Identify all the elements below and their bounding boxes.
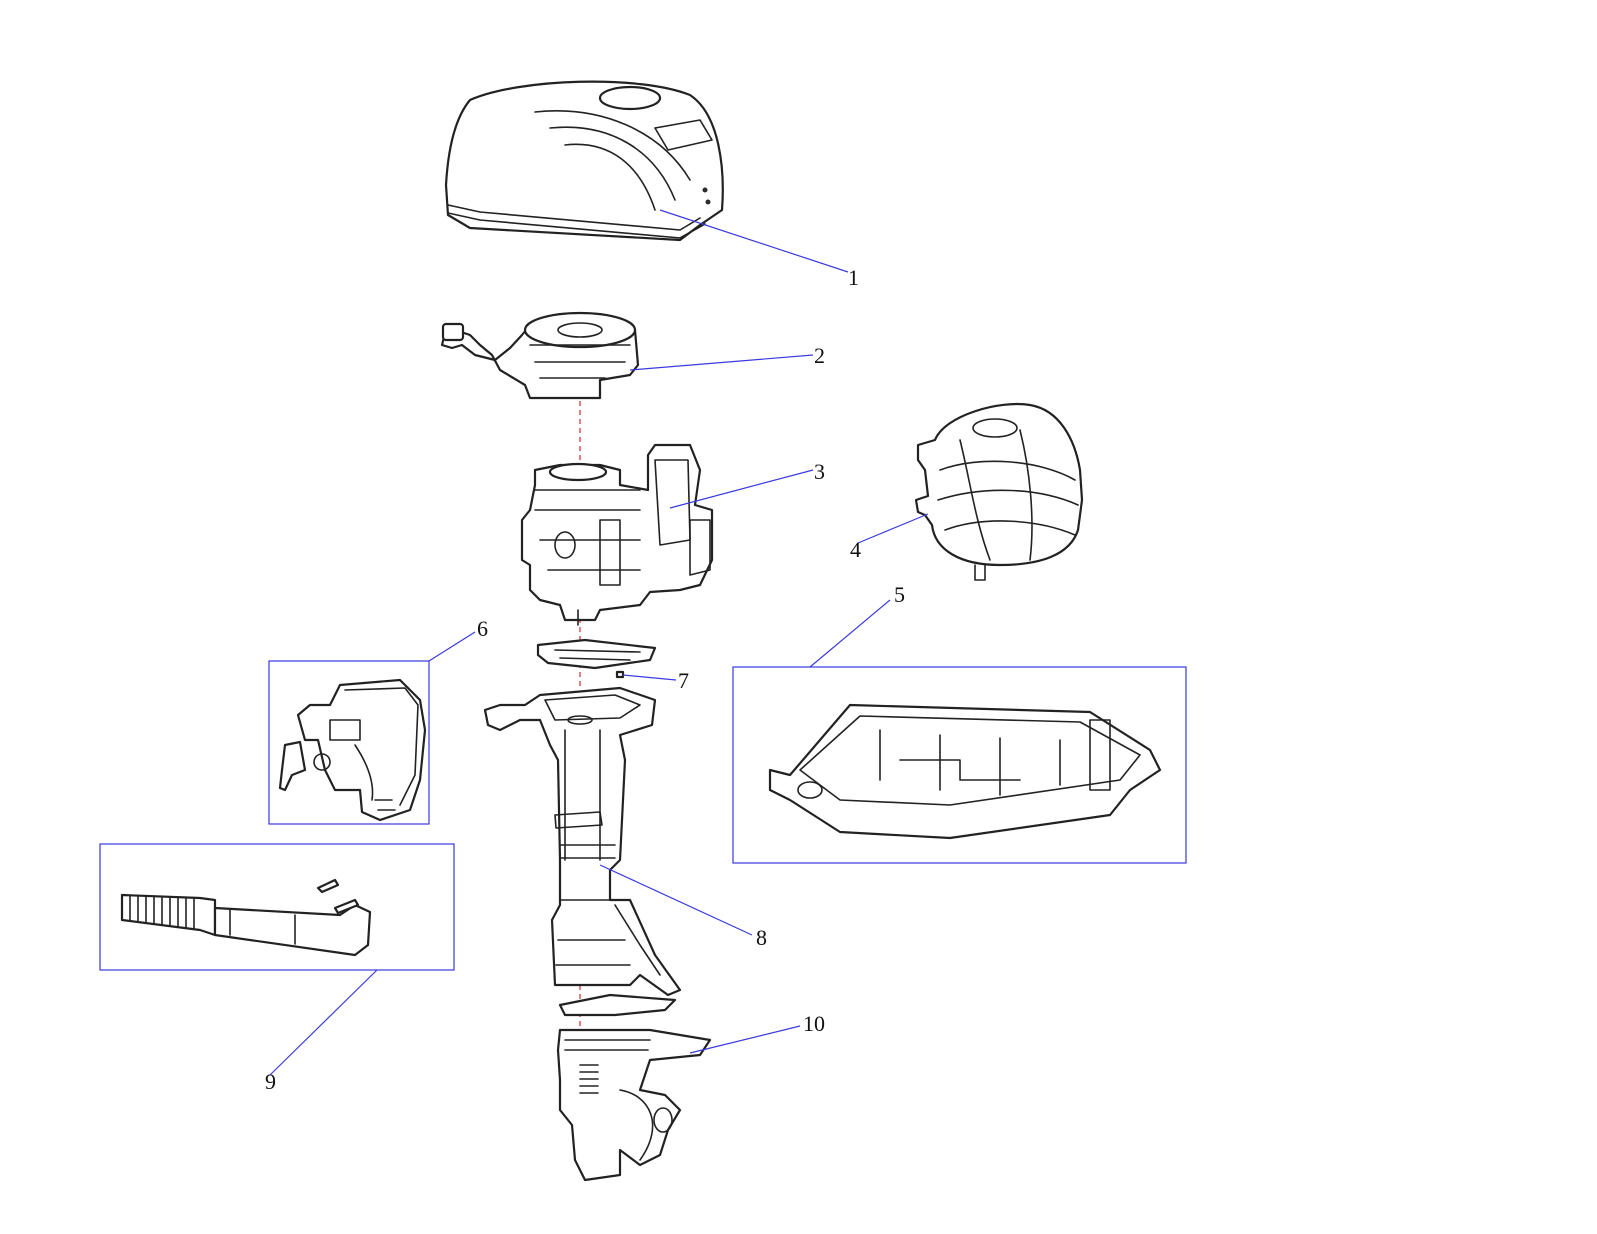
callout-7: 7 xyxy=(678,668,689,693)
callout-labels: 1 2 3 4 5 6 7 8 9 10 xyxy=(265,265,905,1094)
part-7-fastener xyxy=(536,638,657,679)
leader-9 xyxy=(269,969,378,1076)
callout-8: 8 xyxy=(756,925,767,950)
leader-3 xyxy=(669,469,814,509)
leader-8 xyxy=(599,864,753,936)
part-2-recoil-starter xyxy=(440,311,640,400)
leader-lines xyxy=(269,209,929,1076)
leader-1 xyxy=(659,209,849,273)
part-1-engine-cover xyxy=(444,80,724,242)
callout-6: 6 xyxy=(477,616,488,641)
box-part-9 xyxy=(99,843,455,971)
callout-4: 4 xyxy=(850,537,861,562)
callout-9: 9 xyxy=(265,1069,276,1094)
leader-6 xyxy=(428,631,476,662)
part-8-midsection xyxy=(483,686,682,997)
part-9-tiller-handle xyxy=(120,878,372,957)
part-3-powerhead xyxy=(520,443,714,626)
callout-10: 10 xyxy=(803,1011,825,1036)
part-6-clamp-bracket xyxy=(278,678,427,822)
box-part-6 xyxy=(268,660,430,825)
leader-7 xyxy=(622,674,677,681)
callout-1: 1 xyxy=(848,265,859,290)
callout-2: 2 xyxy=(814,343,825,368)
leader-2 xyxy=(629,354,814,371)
leader-5 xyxy=(809,599,891,668)
callout-3: 3 xyxy=(814,459,825,484)
part-4-fuel-tank xyxy=(914,403,1084,581)
part-5-bottom-cowling xyxy=(768,703,1162,840)
box-part-5 xyxy=(732,666,1187,864)
callout-5: 5 xyxy=(894,582,905,607)
leader-10 xyxy=(689,1025,801,1054)
part-10-lower-unit xyxy=(556,993,712,1182)
leader-4 xyxy=(857,513,929,544)
